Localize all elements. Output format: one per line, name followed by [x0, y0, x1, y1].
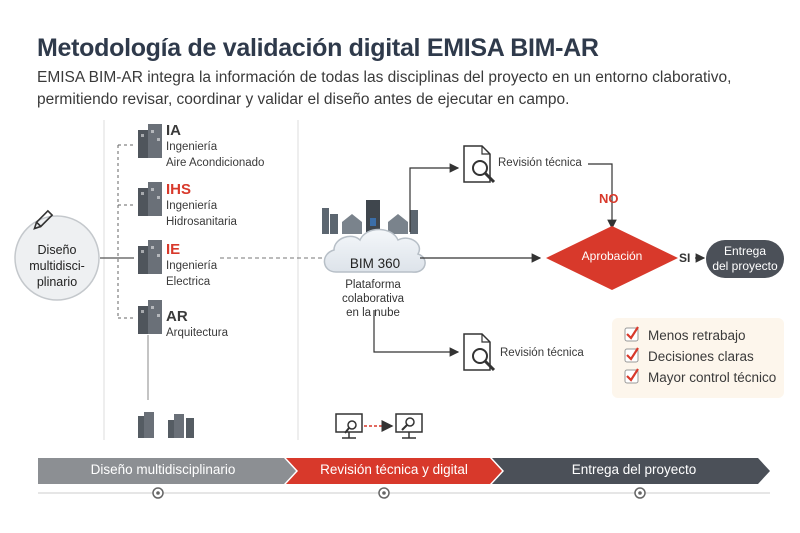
review-doc-icon-top	[463, 145, 496, 184]
phase-arrow-2	[286, 458, 502, 484]
result-label: Entrega del proyecto	[706, 244, 784, 274]
discipline-name-2: Electrica	[166, 276, 211, 288]
discipline-name-1: Ingeniería	[166, 200, 218, 212]
check-icon-3	[624, 368, 639, 384]
building-icons-bottom	[138, 412, 194, 438]
discipline-name-1: Arquitectura	[166, 327, 229, 339]
connector-cloud-review-top	[409, 163, 460, 232]
decision-diamond	[546, 226, 678, 290]
cloud-description-line-2: colaborativa	[341, 293, 404, 305]
discipline-name-2: Aire Acondicionado	[166, 157, 265, 169]
phase-arrow-1	[38, 458, 296, 484]
discipline-code: IA	[166, 122, 181, 139]
review-label-bottom: Revisión técnica	[500, 347, 584, 359]
cloud-description: Plataforma colaborativa en la nube	[318, 278, 428, 320]
cloud-description-line-3: en la nube	[346, 307, 400, 319]
design-node-line-1: Diseño	[37, 243, 77, 257]
timeline-marker-3	[634, 487, 646, 499]
connector-review-no	[588, 163, 617, 230]
discipline-ie: IE Ingeniería Electrica	[166, 241, 217, 290]
decision-yes-label: SI	[679, 251, 691, 265]
review-doc-icon-bottom	[463, 333, 496, 372]
design-node-line-3: plinario	[36, 275, 78, 289]
phase-arrow-3	[492, 458, 770, 484]
cloud-shape	[323, 228, 426, 273]
benefit-item-1: Menos retrabajo	[648, 328, 746, 343]
design-node	[14, 215, 100, 301]
design-node-line-2: multidisci-	[29, 259, 85, 273]
connector-cloud-review-bottom	[373, 310, 460, 357]
timeline-marker-1	[152, 487, 164, 499]
phase-label-2: Revisión técnica y digital	[320, 462, 468, 477]
decision-label: Aprobación	[581, 249, 643, 263]
cloud-description-line-1: Plataforma	[345, 279, 401, 291]
discipline-code: AR	[166, 308, 188, 325]
discipline-ar: AR Arquitectura	[166, 308, 228, 341]
phase-label-3: Entrega del proyecto	[571, 462, 697, 477]
discipline-name-2: Hidrosanitaria	[166, 216, 237, 228]
subtitle-line-2: permitiendo revisar, coordinar y validar…	[37, 91, 570, 108]
benefits-panel	[612, 318, 784, 398]
discipline-name-1: Ingeniería	[166, 260, 218, 272]
review-label-top: Revisión técnica	[498, 157, 582, 169]
phase-label-1: Diseño multidisciplinario	[90, 462, 236, 477]
check-icon-2	[624, 347, 639, 363]
city-icon	[322, 200, 418, 234]
monitor-icon-left	[335, 413, 363, 439]
subtitle-line-1: EMISA BIM-AR integra la información de t…	[37, 69, 732, 86]
discipline-bracket	[117, 144, 134, 319]
monitor-icon-right	[395, 413, 423, 439]
timeline-marker-2	[378, 487, 390, 499]
discipline-code: IE	[166, 241, 181, 258]
result-line-1: Entrega	[723, 244, 767, 258]
discipline-name-1: Ingeniería	[166, 141, 218, 153]
result-pill	[706, 240, 784, 278]
discipline-code: IHS	[166, 181, 192, 198]
discipline-ihs: IHS Ingeniería Hidrosanitaria	[166, 181, 237, 230]
cloud-name: BIM 360	[349, 256, 401, 271]
decision-no-label: NO	[599, 191, 619, 206]
page-title: Metodología de validación digital EMISA …	[37, 34, 599, 62]
check-icon-1	[624, 326, 639, 342]
design-node-label: Diseño multidisci- plinario	[15, 242, 99, 290]
benefit-item-2: Decisiones claras	[648, 349, 754, 364]
benefit-item-3: Mayor control técnico	[648, 370, 777, 385]
result-line-2: del proyecto	[712, 259, 778, 273]
pencil-icon	[33, 209, 54, 230]
discipline-ia: IA Ingeniería Aire Acondicionado	[166, 122, 264, 171]
